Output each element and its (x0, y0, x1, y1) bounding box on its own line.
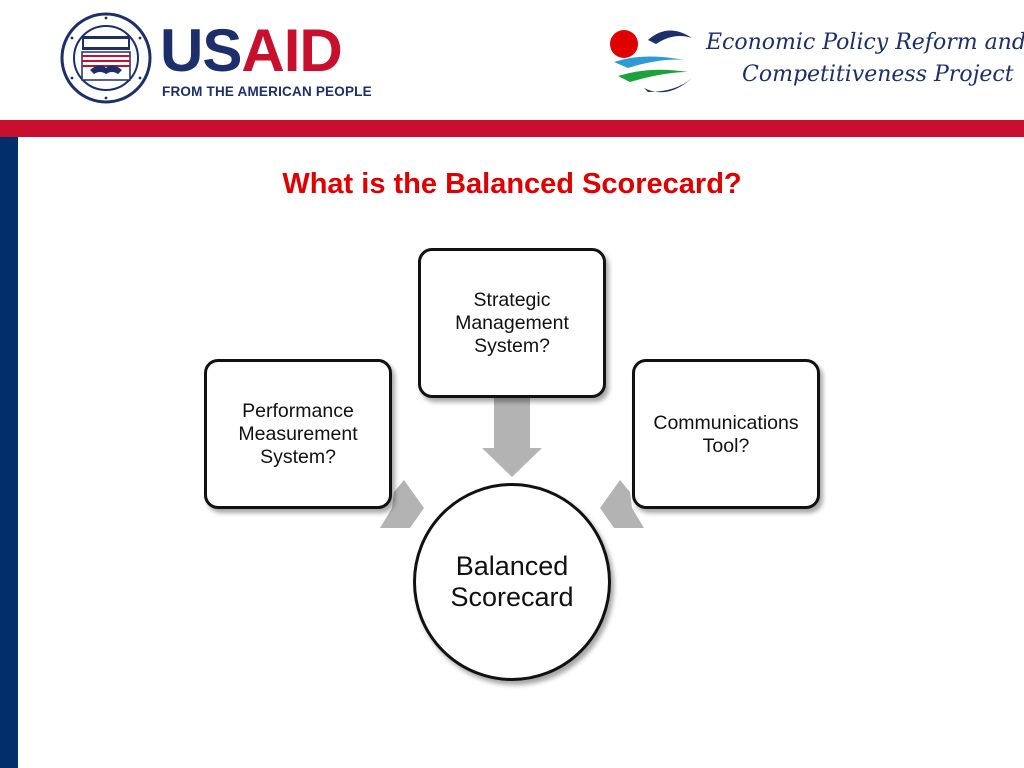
slide-header: USAID FROM THE AMERICAN PEOPLE Economic … (0, 0, 1024, 120)
node-strategic-label: Strategic Management System? (455, 289, 569, 357)
arrow-strategic-to-center (482, 398, 542, 477)
usaid-wordmark: USAID (160, 17, 343, 84)
node-strategic-management: Strategic Management System? (418, 248, 606, 398)
side-accent-bar (0, 137, 18, 768)
arrow-communications-to-center (600, 480, 644, 528)
node-performance-measurement: Performance Measurement System? (204, 359, 392, 509)
usaid-logo: USAID FROM THE AMERICAN PEOPLE (56, 10, 376, 110)
eprc-logo-icon (610, 30, 692, 93)
project-name-line2: Competitiveness Project (742, 62, 1014, 87)
usaid-wordmark-us: US (160, 17, 242, 84)
usaid-tagline: FROM THE AMERICAN PEOPLE (162, 84, 372, 99)
node-communications-label: Communications Tool? (653, 412, 799, 457)
project-name-line1: Economic Policy Reform and (706, 30, 1024, 55)
node-communications-tool: Communications Tool? (632, 359, 820, 509)
usaid-seal-icon (60, 12, 152, 104)
arrow-performance-to-center (380, 480, 424, 528)
usaid-wordmark-aid: AID (241, 17, 342, 84)
node-performance-label: Performance Measurement System? (238, 400, 358, 468)
header-divider-band (0, 120, 1024, 137)
node-center-label: Balanced Scorecard (450, 551, 574, 612)
eprc-logo: Economic Policy Reform and Competitivene… (604, 22, 1024, 102)
node-balanced-scorecard: Balanced Scorecard (413, 483, 611, 681)
slide-title: What is the Balanced Scorecard? (282, 168, 742, 200)
